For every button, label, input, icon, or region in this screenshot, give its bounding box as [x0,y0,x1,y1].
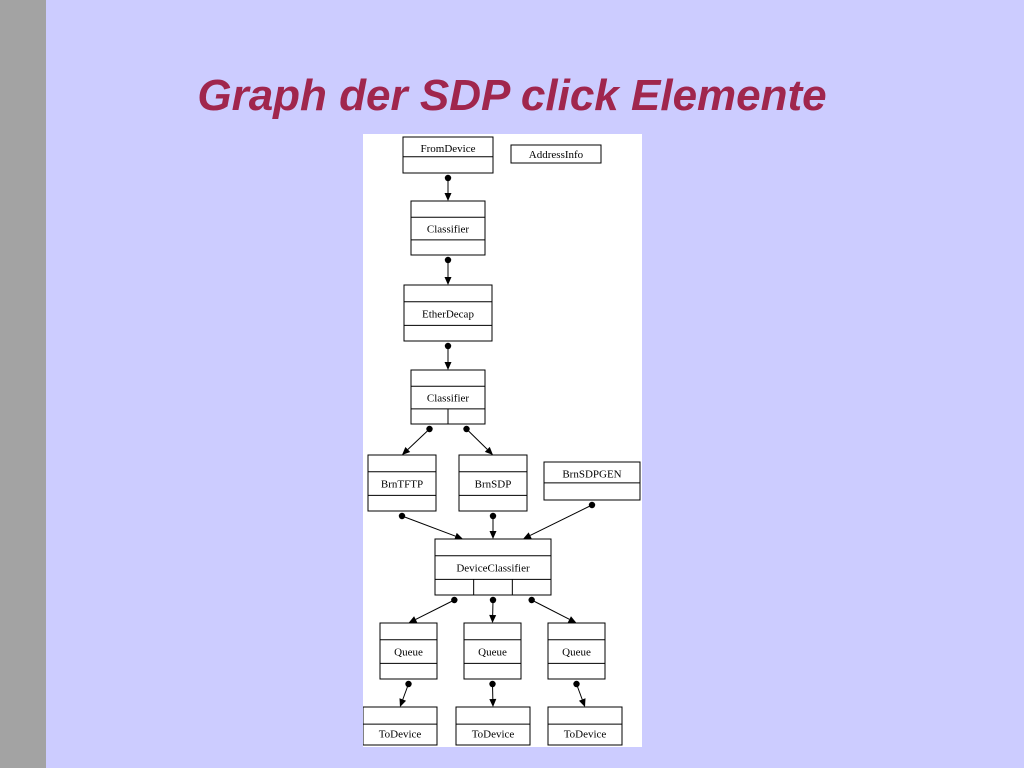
edge-deviceclassifier-to-queue1 [408,596,458,623]
edge-line [529,504,593,536]
node-queue1: Queue [379,622,438,680]
node-box [367,454,437,512]
edge-arrowhead [444,362,452,370]
edge-line [402,683,409,700]
node-addressinfo: AddressInfo [510,144,602,164]
edge-arrowhead [484,446,493,455]
edge-arrowhead [489,698,497,707]
node-todevice3: ToDevice [547,706,623,746]
edge-queue3-to-todevice3 [573,680,586,707]
edge-source-dot [528,596,535,604]
node-label: AddressInfo [529,149,584,161]
node-label: ToDevice [379,728,422,740]
edge-arrowhead [567,616,577,623]
edge-line [401,515,456,537]
node-box [543,461,641,501]
edge-line [531,599,570,620]
node-brntftp: BrnTFTP [367,454,437,512]
node-brnsdp: BrnSDP [458,454,528,512]
edge-classifier2-to-brntftp [402,425,433,455]
edge-deviceclassifier-to-queue3 [528,596,577,623]
node-label: BrnTFTP [381,479,423,491]
node-fromdevice: FromDevice [402,136,494,174]
node-box [379,622,438,680]
node-box [463,622,522,680]
edge-brntftp-to-deviceclassifier [398,512,463,540]
node-deviceclassifier: DeviceClassifier [434,538,552,596]
node-todevice2: ToDevice [455,706,531,746]
node-label: ToDevice [472,728,515,740]
node-label: ToDevice [564,728,607,740]
edge-classifier1-to-etherdecap [444,256,452,285]
edge-etherdecap-to-classifier2 [444,342,452,370]
edge-arrowhead [444,193,452,201]
element-graph: FromDeviceAddressInfoClassifierEtherDeca… [363,136,641,746]
edge-line [576,683,583,700]
edge-arrowhead [408,616,418,623]
node-brnsdpgen: BrnSDPGEN [543,461,641,501]
edge-brnsdp-to-deviceclassifier [489,512,497,539]
edge-deviceclassifier-to-queue2 [489,596,497,623]
left-accent-bar [0,0,46,768]
node-box [510,144,602,164]
edge-source-dot [451,596,458,604]
node-label: Queue [478,647,507,659]
edge-classifier2-to-brnsdp [463,425,493,455]
node-label: EtherDecap [422,309,474,321]
node-box [455,706,531,746]
edge-arrowhead [444,277,452,285]
node-label: Classifier [427,393,469,405]
edge-queue2-to-todevice2 [489,680,497,707]
node-box [410,200,486,256]
node-classifier2: Classifier [410,369,486,425]
node-label: BrnSDPGEN [562,469,621,481]
edge-line [407,428,430,450]
node-queue3: Queue [547,622,606,680]
edge-arrowhead [489,614,497,623]
edge-arrowhead [489,531,497,539]
edge-source-dot [398,512,406,520]
edge-arrowhead [454,532,463,540]
edge-brnsdpgen-to-deviceclassifier [523,501,596,539]
node-box [547,622,606,680]
edge-arrowhead [523,532,532,539]
edge-fromdevice-to-classifier1 [444,174,452,201]
slide-title: Graph der SDP click Elemente [197,71,827,120]
node-label: Classifier [427,224,469,236]
node-box [363,706,438,746]
node-label: DeviceClassifier [456,563,530,575]
edge-source-dot [489,596,497,604]
edge-arrowhead [399,698,407,707]
edge-line [466,428,488,450]
node-box [458,454,528,512]
node-box [402,136,494,174]
node-todevice1: ToDevice [363,706,438,746]
edge-line [415,599,455,620]
node-label: FromDevice [421,143,476,155]
node-etherdecap: EtherDecap [403,284,493,342]
node-label: BrnSDP [475,479,512,491]
edge-arrowhead [578,698,586,707]
node-label: Queue [562,647,591,659]
node-box [434,538,552,596]
edge-queue1-to-todevice1 [399,680,412,707]
node-box [403,284,493,342]
node-classifier1: Classifier [410,200,486,256]
node-label: Queue [394,647,423,659]
node-box [547,706,623,746]
edge-source-dot [489,512,497,520]
edge-arrowhead [402,446,411,455]
node-queue2: Queue [463,622,522,680]
